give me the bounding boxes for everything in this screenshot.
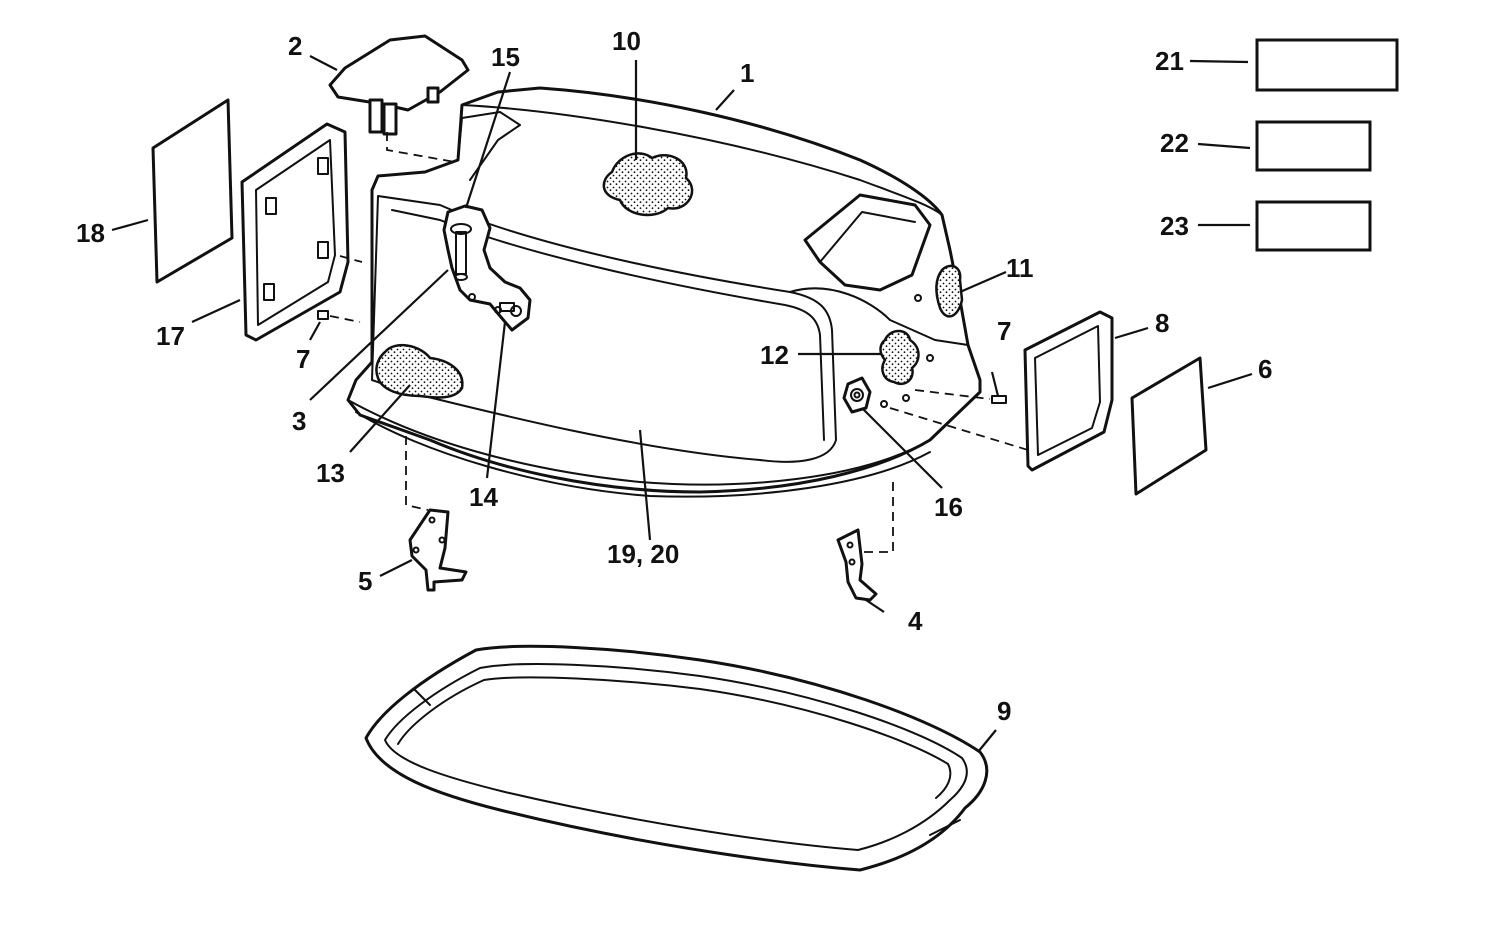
callout-8: 8 [1155,308,1169,338]
bracket-part-4 [836,528,878,602]
callout-17: 17 [156,321,185,351]
decal-box-part-23 [1255,200,1372,252]
callout-12: 12 [760,340,789,370]
foam-pad-part-12 [879,329,920,385]
decal-box-part-22 [1255,120,1372,172]
callout-10: 10 [612,26,641,56]
decal-part-18 [151,98,234,284]
callout-9: 9 [997,696,1011,726]
callout-16: 16 [934,492,963,522]
screw-part-14 [499,302,522,317]
cap-part-2 [328,34,470,136]
foam-pad-part-13 [375,343,464,399]
callout-labels: 1 2 3 4 5 6 7 7 8 9 10 11 12 13 14 15 16… [76,26,1272,726]
callout-7-left: 7 [296,344,310,374]
callout-11: 11 [1006,253,1034,283]
engine-cover-part-1 [346,86,982,498]
callout-19-20: 19, 20 [607,539,679,569]
callout-14: 14 [469,482,498,512]
callout-2: 2 [288,31,302,61]
callout-23: 23 [1160,211,1189,241]
screw-part-7-left [317,310,329,320]
decal-part-6 [1130,356,1208,496]
callout-7-right: 7 [997,316,1011,346]
callout-15: 15 [491,42,520,72]
foam-pad-part-11 [935,264,964,318]
side-frame-part-8 [1023,310,1114,472]
side-frame-part-17 [240,122,350,342]
callout-3: 3 [292,406,306,436]
callout-1: 1 [740,58,754,88]
callout-6: 6 [1258,354,1272,384]
seal-part-9 [364,644,989,872]
callout-5: 5 [358,566,372,596]
latch-part-16 [842,376,872,414]
callout-21: 21 [1155,46,1184,76]
screw-part-7-right [991,395,1007,404]
foam-pad-part-10 [602,152,694,217]
assembly-guide-lines [329,132,1029,553]
bracket-part-15 [442,204,532,332]
decal-box-part-21 [1255,38,1399,92]
leader-lines [111,55,1253,753]
callout-22: 22 [1160,128,1189,158]
callout-13: 13 [316,458,345,488]
callout-4: 4 [908,606,923,636]
callout-18: 18 [76,218,105,248]
bracket-part-5 [408,508,468,592]
